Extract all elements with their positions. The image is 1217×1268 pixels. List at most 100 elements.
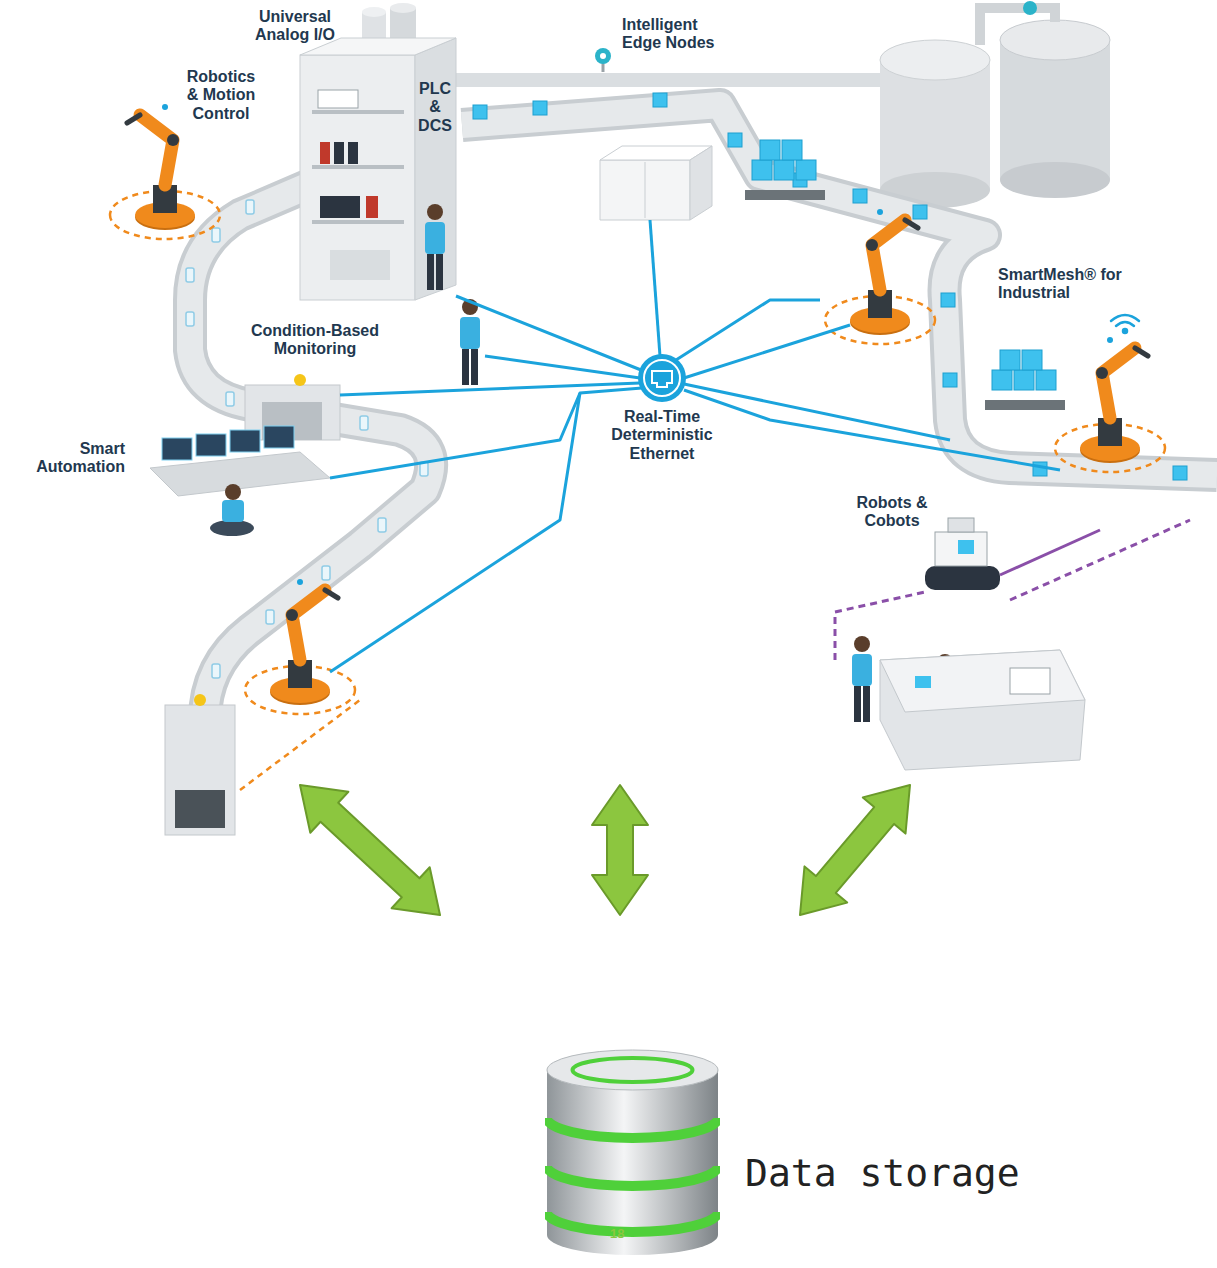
cobot-station <box>835 518 1190 770</box>
cobot-station <box>958 540 974 554</box>
data-flow-arrow <box>592 785 648 915</box>
control-desk <box>230 430 260 452</box>
tanks <box>1023 1 1037 15</box>
pallets <box>1014 370 1034 390</box>
cobot-station <box>1010 520 1190 600</box>
robot-arms <box>110 104 1165 714</box>
wifi-icon <box>1111 315 1139 333</box>
pallets <box>796 160 816 180</box>
bottles <box>226 392 234 406</box>
cobot-station <box>835 592 925 660</box>
plc-cabinet <box>300 55 415 300</box>
control-desk <box>222 500 244 522</box>
cobot-station <box>935 532 987 566</box>
tanks <box>1000 40 1110 180</box>
database-cylinder <box>547 1050 718 1090</box>
network-wires <box>684 390 1060 470</box>
edge-server <box>690 146 712 220</box>
pallets <box>992 370 1012 390</box>
conveyor <box>190 105 1217 720</box>
data-flow-arrow <box>300 785 440 915</box>
plc-cabinet <box>320 142 330 164</box>
database-band <box>547 1166 718 1186</box>
blue-boxes <box>728 133 742 147</box>
silos <box>362 7 386 17</box>
ethernet-icon <box>585 354 739 404</box>
ethernet-icon <box>652 371 672 387</box>
bottles <box>212 228 220 242</box>
tanks <box>880 1 1110 208</box>
control-desk <box>196 434 226 456</box>
workers <box>425 204 445 290</box>
bottles <box>378 518 386 532</box>
control-desk <box>225 484 241 500</box>
edge-server <box>600 160 690 220</box>
database-cylinder <box>545 1048 720 1258</box>
blue-boxes <box>913 205 927 219</box>
blue-boxes <box>533 101 547 115</box>
page-number: 18 <box>610 1226 624 1241</box>
cobot-station <box>948 518 974 532</box>
ethernet-icon <box>638 354 686 402</box>
bottles <box>212 664 220 678</box>
network-wires <box>330 393 580 672</box>
blue-boxes <box>853 189 867 203</box>
plc-cabinet <box>320 196 360 218</box>
ethernet-icon <box>644 360 680 396</box>
workers <box>460 299 480 385</box>
pallets <box>752 160 772 180</box>
silos <box>390 3 416 13</box>
plc-cabinet <box>334 142 344 164</box>
area-label: Robotics & Motion Control <box>182 68 260 123</box>
cobot-station <box>1010 668 1050 694</box>
wifi-icon <box>1116 322 1134 326</box>
area-label: Real-Time Deterministic Ethernet <box>585 408 739 463</box>
plc-cabinet <box>312 220 404 224</box>
cobot-station <box>925 566 1000 590</box>
pipe <box>400 48 880 80</box>
control-desk <box>264 426 294 448</box>
pallets <box>1036 370 1056 390</box>
robot-arms <box>245 579 355 714</box>
workers <box>425 204 955 740</box>
bottles <box>266 610 274 624</box>
edge-server <box>600 146 712 220</box>
blue-boxes <box>653 93 667 107</box>
network-wires <box>684 325 850 378</box>
data-storage: Data storage <box>420 915 1050 1260</box>
database-band <box>547 1118 718 1138</box>
pallets <box>760 140 780 160</box>
control-desk <box>210 520 254 536</box>
wifi-icon <box>1123 329 1127 333</box>
inspection-machine <box>240 700 360 790</box>
pallets <box>1022 350 1042 370</box>
area-label: Robots & Cobots <box>852 494 932 531</box>
workers <box>852 636 872 722</box>
factory-floor: Universal Analog I/OIntelligent Edge Nod… <box>0 0 1217 785</box>
pallets <box>985 400 1065 410</box>
storage-label: Data storage <box>745 1151 1020 1197</box>
pipe <box>595 48 611 64</box>
robot-arms <box>110 104 220 239</box>
pipe <box>600 53 606 59</box>
database-cylinder <box>547 1070 718 1235</box>
area-label: SmartMesh® for Industrial <box>998 266 1123 303</box>
network-wires <box>330 220 1060 672</box>
blue-boxes <box>1173 466 1187 480</box>
robot-arms <box>825 209 935 344</box>
blue-boxes <box>943 373 957 387</box>
tanks <box>980 8 1055 45</box>
robot-arms <box>1055 337 1165 472</box>
plc-cabinet <box>330 250 390 280</box>
plc-cabinet <box>312 110 404 114</box>
bottles <box>186 312 194 326</box>
area-label: PLC & DCS <box>416 80 454 135</box>
bottles <box>322 566 330 580</box>
plc-cabinet <box>300 38 456 300</box>
plc-cabinet <box>312 165 404 169</box>
blue-boxes <box>941 293 955 307</box>
control-desk <box>150 426 330 536</box>
database-band <box>573 1058 693 1082</box>
plc-cabinet <box>366 196 378 218</box>
